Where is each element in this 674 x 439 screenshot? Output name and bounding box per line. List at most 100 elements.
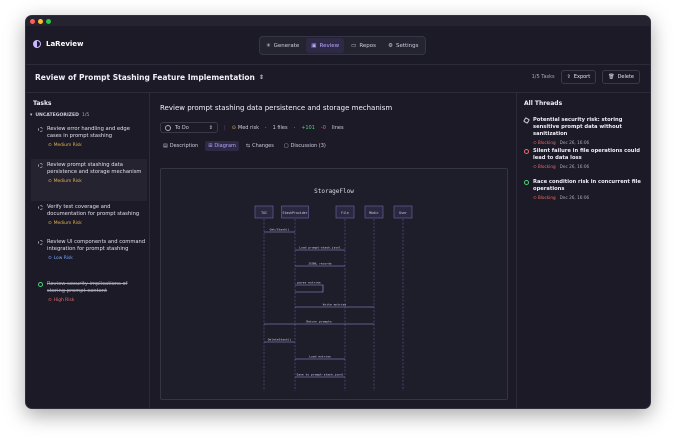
task-title: Review prompt stashing data persistence … [47,162,142,175]
minimize-window-button[interactable] [38,19,43,24]
thread-title: Potential security risk: storing sensiti… [533,117,623,137]
review-icon: ▣ [311,42,317,49]
app-window: LaReview ✳ Generate ▣ Review ▭ Repos ⚙ S… [25,15,651,409]
thread-date: Dec 26, 16:06 [559,195,590,200]
nav-tab-repos[interactable]: ▭ Repos [346,38,381,53]
main-nav: ✳ Generate ▣ Review ▭ Repos ⚙ Settings [259,36,426,55]
tasks-panel-title: Tasks [33,100,52,107]
tab-label: Changes [252,143,274,149]
app-bar: LaReview ✳ Generate ▣ Review ▭ Repos ⚙ S… [26,30,650,65]
close-window-button[interactable] [30,19,35,24]
message-label: JSONL records [308,262,332,266]
thread-tag: Blocking [537,195,556,200]
thread-title: Silent failure in file operations could … [533,148,640,161]
tab-diagram[interactable]: ⊞Diagram [205,141,239,151]
nav-tab-settings[interactable]: ⚙ Settings [383,38,424,53]
participant-label: Mkdir [369,211,379,215]
chevron-updown-icon: ⇕ [258,74,264,81]
participant-label: StashProvider [283,211,308,215]
export-label: Export [573,74,591,80]
tab-description[interactable]: ▤Description [160,141,201,151]
thread-date: Dec 26, 16:06 [559,140,590,145]
message-label: Write entries [323,303,347,307]
tab-label: Description [169,143,199,149]
export-button[interactable]: ⇪ Export [560,70,597,84]
participant-label: File [341,211,349,215]
delete-label: Delete [617,74,634,80]
status-select[interactable]: To Do ⇕ [160,122,218,133]
pending-circle-icon [38,205,43,210]
delete-button[interactable]: 🗑 Delete [602,70,640,84]
error-circle-icon [524,149,529,154]
task-item-selected[interactable]: Review prompt stashing data persistence … [31,159,147,201]
risk-badge: ⊙Medium Risk [48,143,146,148]
message-arrow [295,284,324,293]
tab-discussion[interactable]: ▢Discussion (3) [281,141,329,151]
thread-item[interactable]: Potential security risk: storing sensiti… [523,117,646,145]
logo-icon [33,40,41,48]
detail-tabs: ▤Description ⊞Diagram ⇆Changes ▢Discussi… [160,141,329,151]
message-label: Return prompts [306,320,331,324]
risk-label: High Risk [53,298,75,303]
participant-label: TUI [261,211,267,215]
task-group-header[interactable]: ▾ UNCATEGORIZED 1/5 [30,113,89,118]
thread-date: Dec 26, 16:06 [559,164,590,169]
message-label: parse entries [297,281,321,285]
status-value: To Do [175,124,189,131]
diagram-icon: ⊞ [208,143,213,149]
participant-box [254,205,274,219]
task-title: Verify test coverage and documentation f… [47,204,140,217]
nav-tab-review[interactable]: ▣ Review [306,38,345,53]
risk-badge: ⊙Medium Risk [48,179,147,184]
zoom-window-button[interactable] [46,19,51,24]
risk-badge: ⊙Low Risk [48,256,146,261]
risk-label: Medium Risk [53,179,82,184]
review-title-selector[interactable]: Review of Prompt Stashing Feature Implem… [35,73,264,82]
chevron-down-icon: ▾ [30,113,33,118]
task-item[interactable]: Review UI components and command integra… [38,239,146,261]
page-title: Review of Prompt Stashing Feature Implem… [35,73,255,82]
task-title: Review UI components and command integra… [47,239,146,252]
trash-icon: 🗑 [608,74,615,80]
risk-label: Medium Risk [53,143,82,148]
task-title: Review security implications of storing … [47,281,128,294]
blocking-tag: ⊙ Blocking [533,195,556,200]
meta-separator: · [265,124,267,131]
nav-tab-label: Review [319,42,340,49]
task-item-done[interactable]: Review security implications of storing … [38,281,146,303]
thread-title: Race condition risk in concurrent file o… [533,179,641,192]
participant-box [281,205,309,219]
thread-tag: Blocking [537,140,556,145]
thread-tag: Blocking [537,164,556,169]
chevron-updown-icon: ⇕ [208,124,213,131]
nav-tab-generate[interactable]: ✳ Generate [261,38,304,53]
message-label: Load prompt-stash.jsonl [299,246,341,250]
participant-box [335,205,355,219]
group-count: 1/5 [81,113,90,118]
thread-item[interactable]: Race condition risk in concurrent file o… [524,179,646,200]
tab-changes[interactable]: ⇆Changes [243,141,277,151]
deletions-count: -0 [320,124,326,131]
message-label: DeleteStash() [268,338,292,342]
share-icon: ⇪ [566,74,571,80]
risk-icon: ⊙ [231,124,236,131]
folder-icon: ▭ [351,42,357,49]
participant-box [364,205,384,219]
tasks-panel: Tasks ▾ UNCATEGORIZED 1/5 Review error h… [26,93,150,408]
risk-icon: ⊙ [48,221,52,226]
message-label: Save to prompt-stash.jsonl [297,373,344,377]
task-detail-title: Review prompt stashing data persistence … [160,104,393,112]
risk-icon: ⊙ [48,298,52,303]
task-item[interactable]: Verify test coverage and documentation f… [38,204,146,226]
diff-icon: ⇆ [245,143,251,149]
blocking-tag: ⊙ Blocking [533,164,556,169]
meta-divider: | [224,124,226,131]
risk-icon: ⊙ [48,256,52,261]
document-icon: ▤ [163,143,168,149]
task-item[interactable]: Review error handling and edge cases in … [38,126,146,148]
thread-item[interactable]: Silent failure in file operations could … [524,148,646,169]
pending-circle-icon [38,163,43,168]
